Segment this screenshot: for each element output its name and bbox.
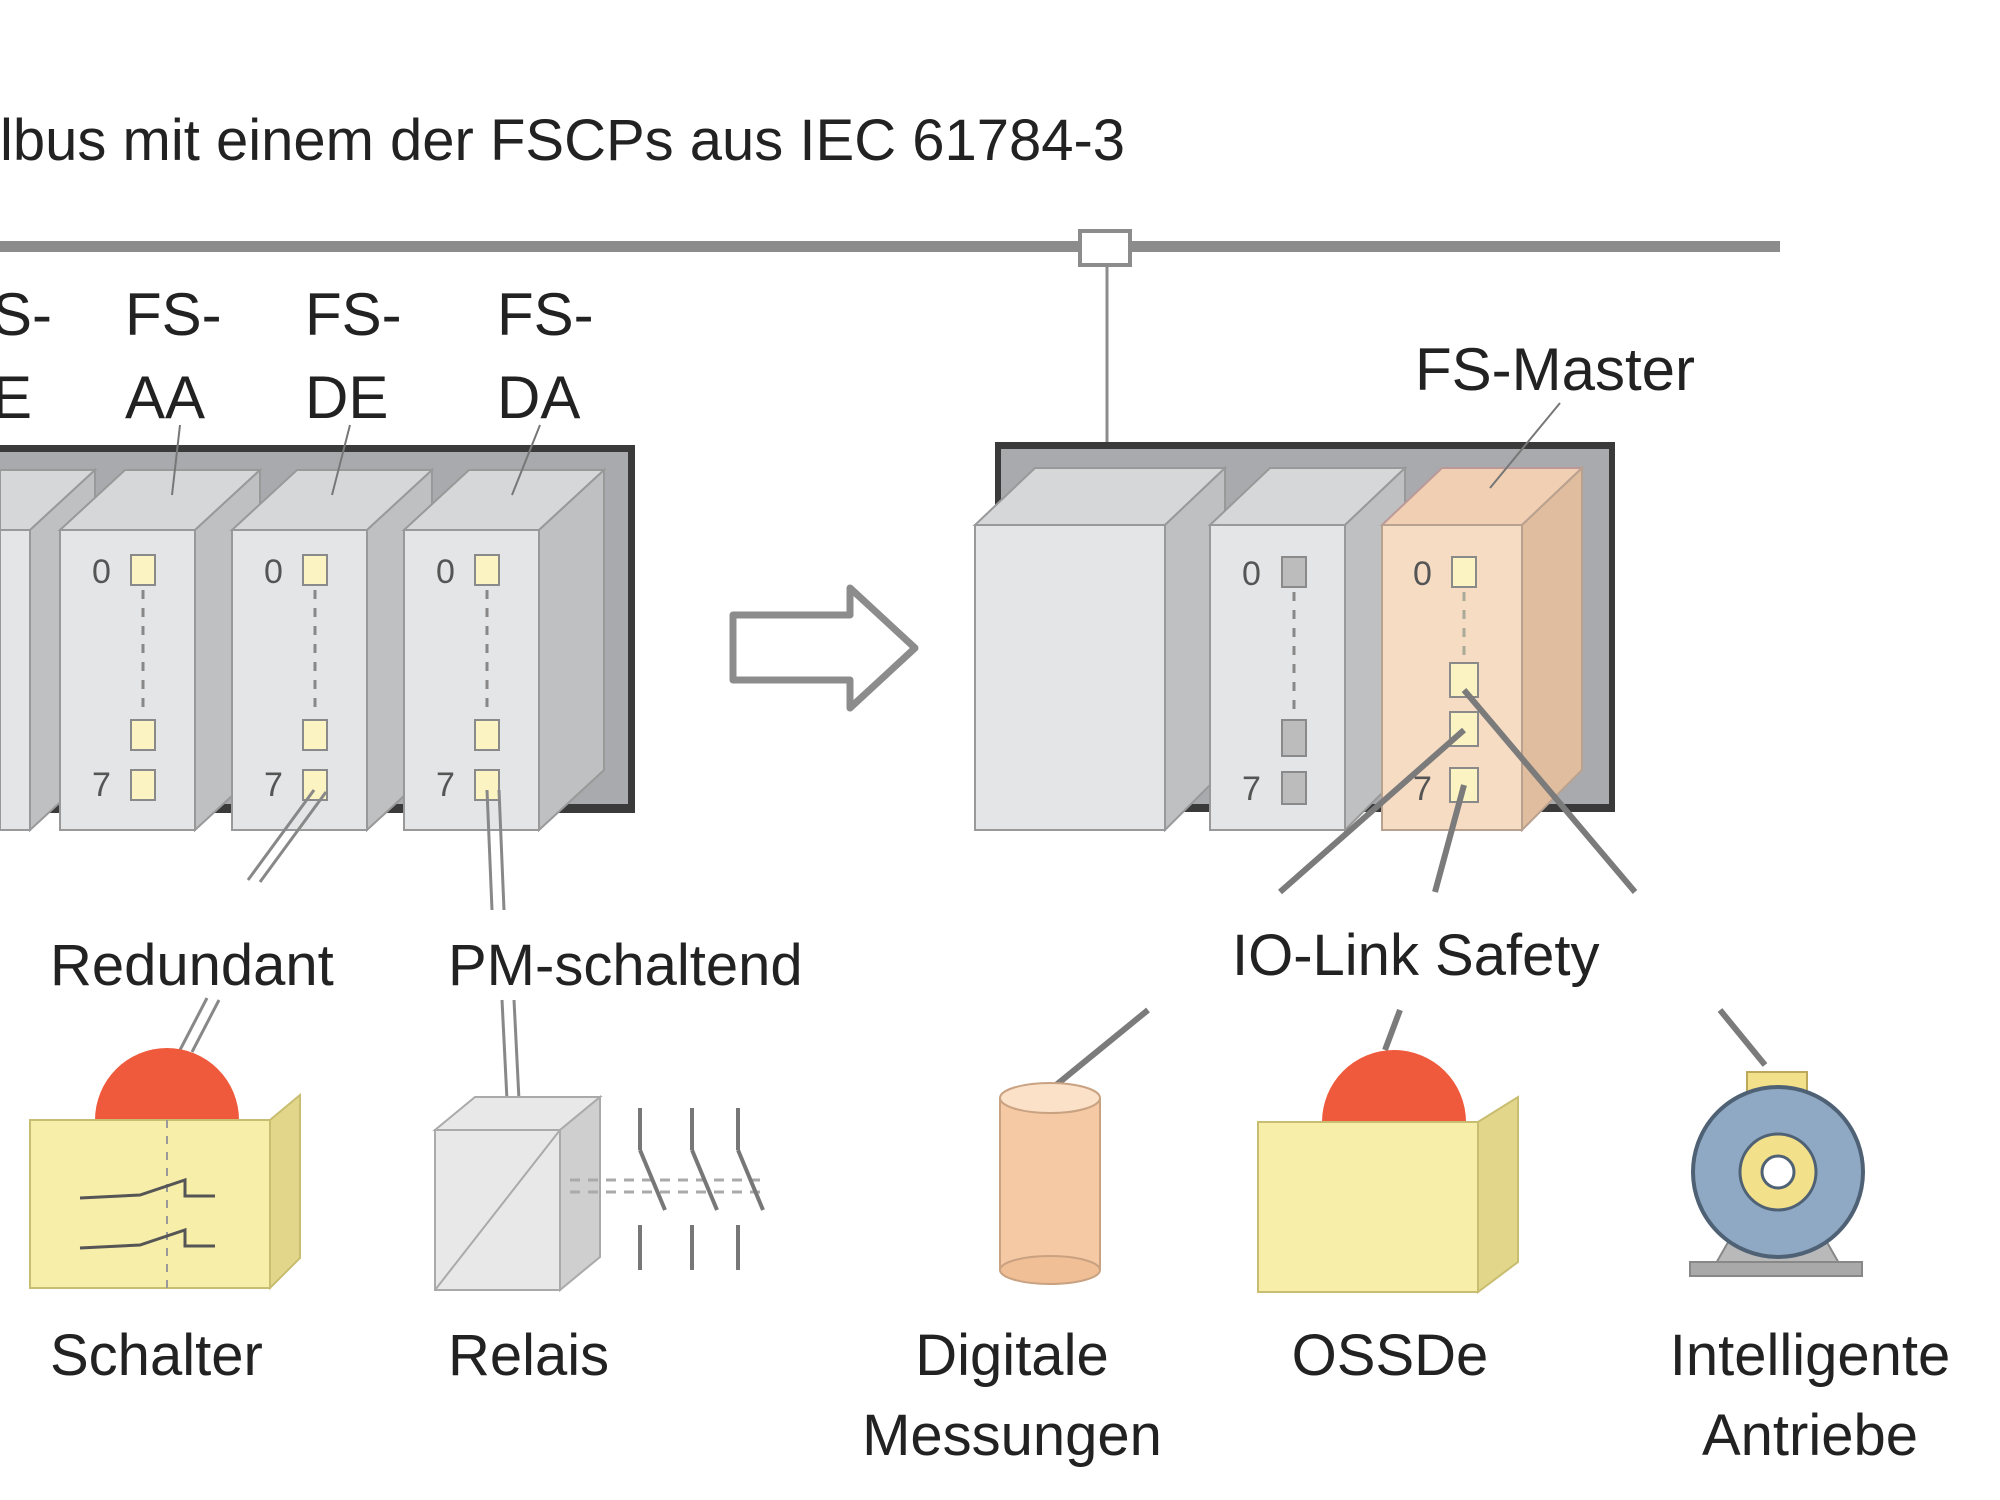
digitale-label-line1: Digitale: [915, 1323, 1108, 1388]
channel-0-label: 0: [1242, 555, 1261, 593]
led-top: [1281, 556, 1307, 588]
pm-schaltend-label: PM-schaltend: [448, 933, 803, 998]
io-module-grey: 0 7: [1207, 465, 1408, 833]
fs-master-label: FS-Master: [1415, 336, 1695, 403]
head-station-module: [972, 465, 1228, 833]
channel-7-label: 7: [1242, 770, 1261, 808]
module-fs-aa: 0 7: [57, 467, 263, 833]
module-label-de-line1: FS-: [305, 281, 402, 348]
module-fs-da: 0 7: [401, 467, 607, 833]
led-top: [130, 554, 156, 586]
channel-7-label: 7: [264, 766, 283, 804]
led-top: [1451, 556, 1477, 588]
module-label-s-line2: E: [0, 364, 32, 431]
antriebe-label-line2: Antriebe: [1702, 1403, 1918, 1468]
schalter-label: Schalter: [50, 1323, 263, 1388]
led-mid: [302, 719, 328, 751]
relais-label: Relais: [448, 1323, 609, 1388]
antriebe-label-line1: Intelligente: [1670, 1323, 1951, 1388]
left-rack: 0 7 0 7 0 7: [0, 445, 635, 833]
channel-0-label: 0: [1413, 555, 1432, 593]
diagram-title: lbus mit einem der FSCPs aus IEC 61784-3: [0, 108, 1125, 173]
channel-0-label: 0: [264, 553, 283, 591]
led-mid: [1281, 719, 1307, 757]
channel-0-label: 0: [92, 553, 111, 591]
relais-device-icon: [432, 1094, 765, 1293]
module-fs-de: 0 7: [229, 467, 435, 833]
schalter-red-button: [95, 1048, 239, 1120]
channel-0-label: 0: [436, 553, 455, 591]
right-rack: 0 7 0 7: [972, 442, 1615, 833]
transition-arrow-icon: [729, 584, 919, 712]
ossde-red-button: [1322, 1050, 1466, 1122]
led-mid: [474, 719, 500, 751]
ossde-device-icon: [1257, 1050, 1519, 1294]
module-label-da-line1: FS-: [497, 281, 594, 348]
led-top: [474, 554, 500, 586]
led-bottom: [130, 769, 156, 801]
channel-7-label: 7: [1413, 770, 1432, 808]
module-label-s-line1: S-: [0, 281, 52, 348]
io-link-safety-label: IO-Link Safety: [1232, 923, 1599, 988]
module-label-aa-line2: AA: [125, 364, 205, 431]
bus-connector: [1078, 229, 1132, 267]
redundant-label: Redundant: [50, 933, 334, 998]
ossde-label: OSSDe: [1292, 1323, 1489, 1388]
led-top: [302, 554, 328, 586]
module-label-de-line2: DE: [305, 364, 388, 431]
channel-7-label: 7: [436, 766, 455, 804]
led-mid: [130, 719, 156, 751]
channel-7-label: 7: [92, 766, 111, 804]
intelligente-antriebe-device-icon: [1689, 1071, 1865, 1277]
schalter-device-icon: [29, 1048, 301, 1291]
digitale-messungen-device-icon: [999, 1082, 1101, 1285]
module-label-da-line2: DA: [497, 364, 580, 431]
fieldbus-line: [0, 241, 1780, 252]
digitale-label-line2: Messungen: [862, 1403, 1162, 1468]
led-bottom: [1281, 771, 1307, 805]
module-label-aa-line1: FS-: [125, 281, 222, 348]
